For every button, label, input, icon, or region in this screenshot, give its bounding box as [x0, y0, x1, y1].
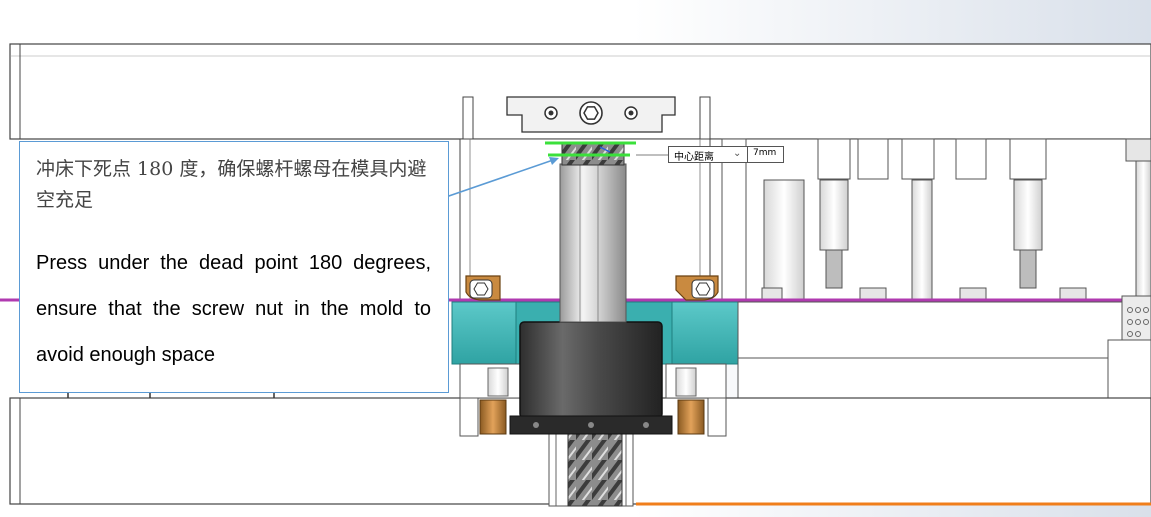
- dimension-value: 7mm: [753, 148, 777, 158]
- chevron-down-icon[interactable]: ⌄: [733, 148, 742, 159]
- right-stripper-body: [737, 295, 1151, 399]
- callout-text-english: Press under the dead point 180 degrees, …: [36, 252, 431, 366]
- dimension-label: 中心距离: [674, 152, 714, 163]
- callout-text-chinese: 冲床下死点 180 度，确保螺杆螺母在模具内避空充足: [36, 158, 427, 211]
- screw-nut: [509, 321, 673, 435]
- drive-shaft: [559, 142, 627, 323]
- annotation-callout: 冲床下死点 180 度，确保螺杆螺母在模具内避空充足 Press under t…: [19, 141, 449, 393]
- guide-bracket: [462, 96, 711, 140]
- dimension-separator: [747, 147, 748, 162]
- bronze-bushings: [479, 399, 705, 435]
- contact-band: [545, 141, 636, 157]
- right-punch-pillars: [721, 138, 1151, 301]
- dimension-readout[interactable]: 中心距离 ⌄ 7mm: [668, 146, 784, 163]
- clamp-blocks: [465, 275, 719, 301]
